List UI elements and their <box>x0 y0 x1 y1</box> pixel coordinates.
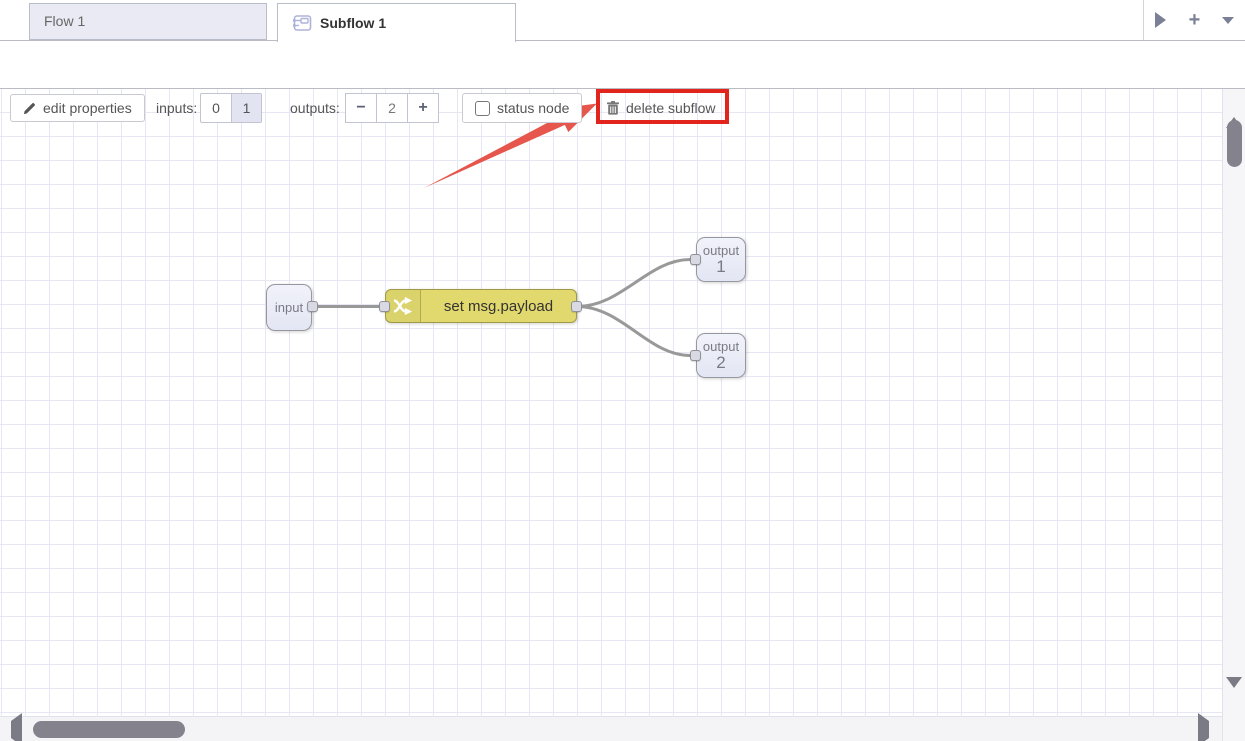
delete-subflow-label: delete subflow <box>626 100 716 116</box>
minus-icon: − <box>356 99 366 116</box>
change-node-input-port[interactable] <box>379 301 390 312</box>
triangle-left-icon <box>11 713 22 741</box>
status-node-checkbox[interactable] <box>475 100 490 116</box>
outputs-label: outputs: <box>290 100 340 116</box>
node-input-label: input <box>274 299 304 315</box>
flow-canvas[interactable]: input set msg.payload output 1 o <box>0 89 1245 741</box>
node-change-label: set msg.payload <box>443 297 554 315</box>
node-subflow-output-2[interactable]: output 2 <box>696 333 746 378</box>
inputs-1-label: 1 <box>242 100 251 116</box>
node-output1-label: output <box>702 242 740 258</box>
plus-icon: + <box>1188 9 1201 31</box>
change-node-output-port[interactable] <box>571 301 582 312</box>
triangle-right-icon <box>1155 12 1167 28</box>
subflow-icon <box>292 15 312 31</box>
scroll-down-button[interactable] <box>1226 677 1242 706</box>
node-output2-label: output <box>702 338 740 354</box>
delete-subflow-button[interactable]: delete subflow <box>607 94 716 122</box>
scroll-left-button[interactable] <box>11 713 22 741</box>
plus-icon: + <box>418 99 428 116</box>
wire-change-to-output2[interactable] <box>575 305 692 357</box>
node-output1-number: 1 <box>716 256 726 276</box>
edit-properties-button[interactable]: edit properties <box>10 94 145 122</box>
increase-outputs-button[interactable]: + <box>407 93 439 123</box>
chevron-down-icon <box>1222 16 1235 24</box>
output2-node-input-port[interactable] <box>690 350 701 361</box>
node-output2-number: 2 <box>716 352 726 372</box>
tab-flow-1[interactable]: Flow 1 <box>29 3 267 40</box>
tab-subflow-1[interactable]: Subflow 1 <box>277 3 516 42</box>
tab-scroll-right-button[interactable] <box>1148 6 1174 34</box>
vertical-scrollbar[interactable] <box>1222 89 1245 741</box>
decrease-outputs-button[interactable]: − <box>345 93 377 123</box>
tab-flow-1-label: Flow 1 <box>44 13 86 29</box>
edit-properties-label: edit properties <box>43 100 132 116</box>
vertical-scrollbar-thumb[interactable] <box>1227 120 1242 167</box>
status-node-toggle[interactable]: status node <box>462 93 583 123</box>
add-flow-button[interactable]: + <box>1181 6 1207 34</box>
outputs-count-value[interactable]: 2 <box>376 93 408 123</box>
scroll-up-button[interactable] <box>1226 100 1242 128</box>
inputs-label: inputs: <box>156 100 198 116</box>
input-node-output-port[interactable] <box>307 301 318 312</box>
inputs-0-label: 0 <box>212 100 220 116</box>
status-node-label: status node <box>497 100 570 116</box>
tab-bar: Flow 1 Subflow 1 + <box>0 0 1245 42</box>
node-change[interactable]: set msg.payload <box>385 289 577 323</box>
inputs-0-button[interactable]: 0 <box>201 94 231 122</box>
wires-layer <box>311 258 692 357</box>
inputs-1-button[interactable]: 1 <box>231 94 261 122</box>
node-subflow-input[interactable]: input <box>266 284 312 331</box>
wire-change-to-output1[interactable] <box>575 258 692 308</box>
triangle-right-scroll-icon <box>1198 713 1209 741</box>
horizontal-scrollbar-thumb[interactable] <box>33 721 185 738</box>
inputs-toggle-group: 0 1 <box>200 93 262 123</box>
scroll-right-button[interactable] <box>1198 713 1209 741</box>
subflow-toolbar: edit properties inputs: 0 1 outputs: − 2… <box>0 41 1245 124</box>
node-subflow-output-1[interactable]: output 1 <box>696 237 746 282</box>
pencil-icon <box>23 102 36 115</box>
trash-icon <box>607 101 619 115</box>
triangle-down-icon <box>1226 677 1242 705</box>
tab-subflow-1-label: Subflow 1 <box>320 14 387 31</box>
tab-bar-controls: + <box>1143 0 1245 40</box>
output1-node-input-port[interactable] <box>690 254 701 265</box>
horizontal-scrollbar[interactable] <box>0 713 1222 741</box>
outputs-stepper: − 2 + <box>345 93 439 123</box>
shuffle-icon <box>386 290 421 322</box>
flow-list-button[interactable] <box>1215 6 1241 34</box>
